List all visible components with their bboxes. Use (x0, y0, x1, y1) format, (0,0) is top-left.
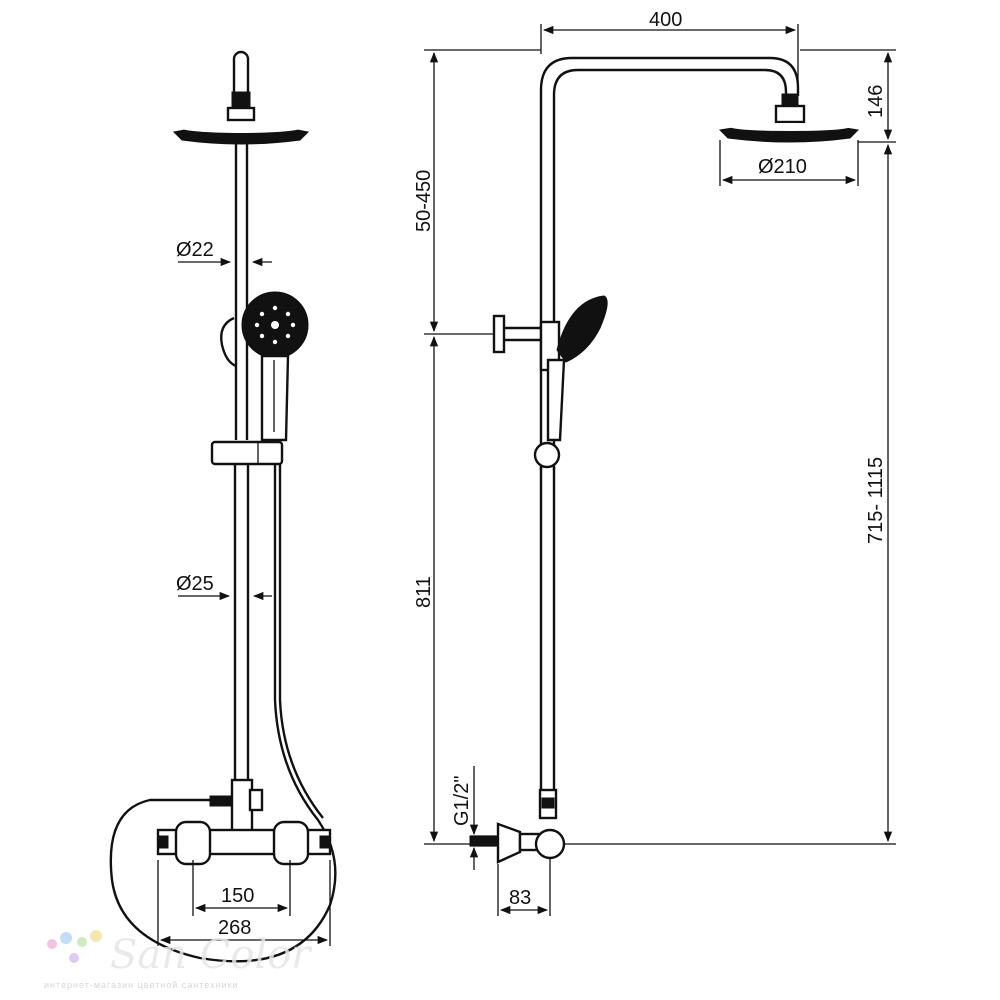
side-arm-outer (539, 56, 800, 470)
watermark-brand: San Color (110, 932, 313, 978)
watermark-dot (47, 939, 57, 949)
watermark-dot (90, 930, 102, 942)
watermark-logo: San Color интернет-магазин цветной санте… (44, 930, 313, 990)
dim-wall-offset: 83 (509, 887, 531, 909)
watermark-subtitle: интернет-магазин цветной сантехники (44, 980, 239, 990)
rain-shower-head-icon (172, 123, 310, 145)
side-slider-knob (533, 441, 561, 469)
watermark-dot (60, 932, 72, 944)
front-head-nut (231, 91, 251, 109)
watermark-dot (69, 953, 79, 963)
hand-shower-icon (241, 291, 309, 442)
side-rain-head (718, 123, 860, 143)
dim-mixer-centers: 150 (221, 885, 254, 907)
front-holder (220, 316, 237, 368)
dim-bar-height: 811 (413, 576, 435, 608)
dim-head-height: 146 (865, 85, 887, 118)
dim-head-diameter: Ø210 (758, 156, 807, 178)
dim-arm-length: 400 (649, 9, 682, 31)
dim-pipe-diameter-lower: Ø25 (176, 573, 214, 595)
dim-connection-thread: G1/2" (451, 776, 473, 826)
side-view: 400 146 Ø210 50-450 811 715- 1115 G1/2" (413, 9, 896, 916)
dim-pipe-diameter-upper: Ø22 (176, 239, 214, 261)
dim-mixer-width: 268 (218, 917, 251, 939)
dim-total-height: 715- 1115 (865, 457, 887, 544)
side-wall-bracket (492, 314, 506, 354)
front-arm-stub (232, 50, 250, 100)
dim-adjust-range: 50-450 (413, 170, 435, 232)
front-hose (109, 464, 337, 963)
front-head-neck (226, 106, 256, 122)
front-view: Ø22 Ø25 150 268 (109, 50, 337, 963)
watermark-dot (77, 937, 87, 947)
side-mixer (469, 822, 566, 864)
front-slider (210, 440, 284, 466)
thermostatic-mixer-icon (156, 820, 332, 866)
side-hand-shower (546, 295, 608, 442)
